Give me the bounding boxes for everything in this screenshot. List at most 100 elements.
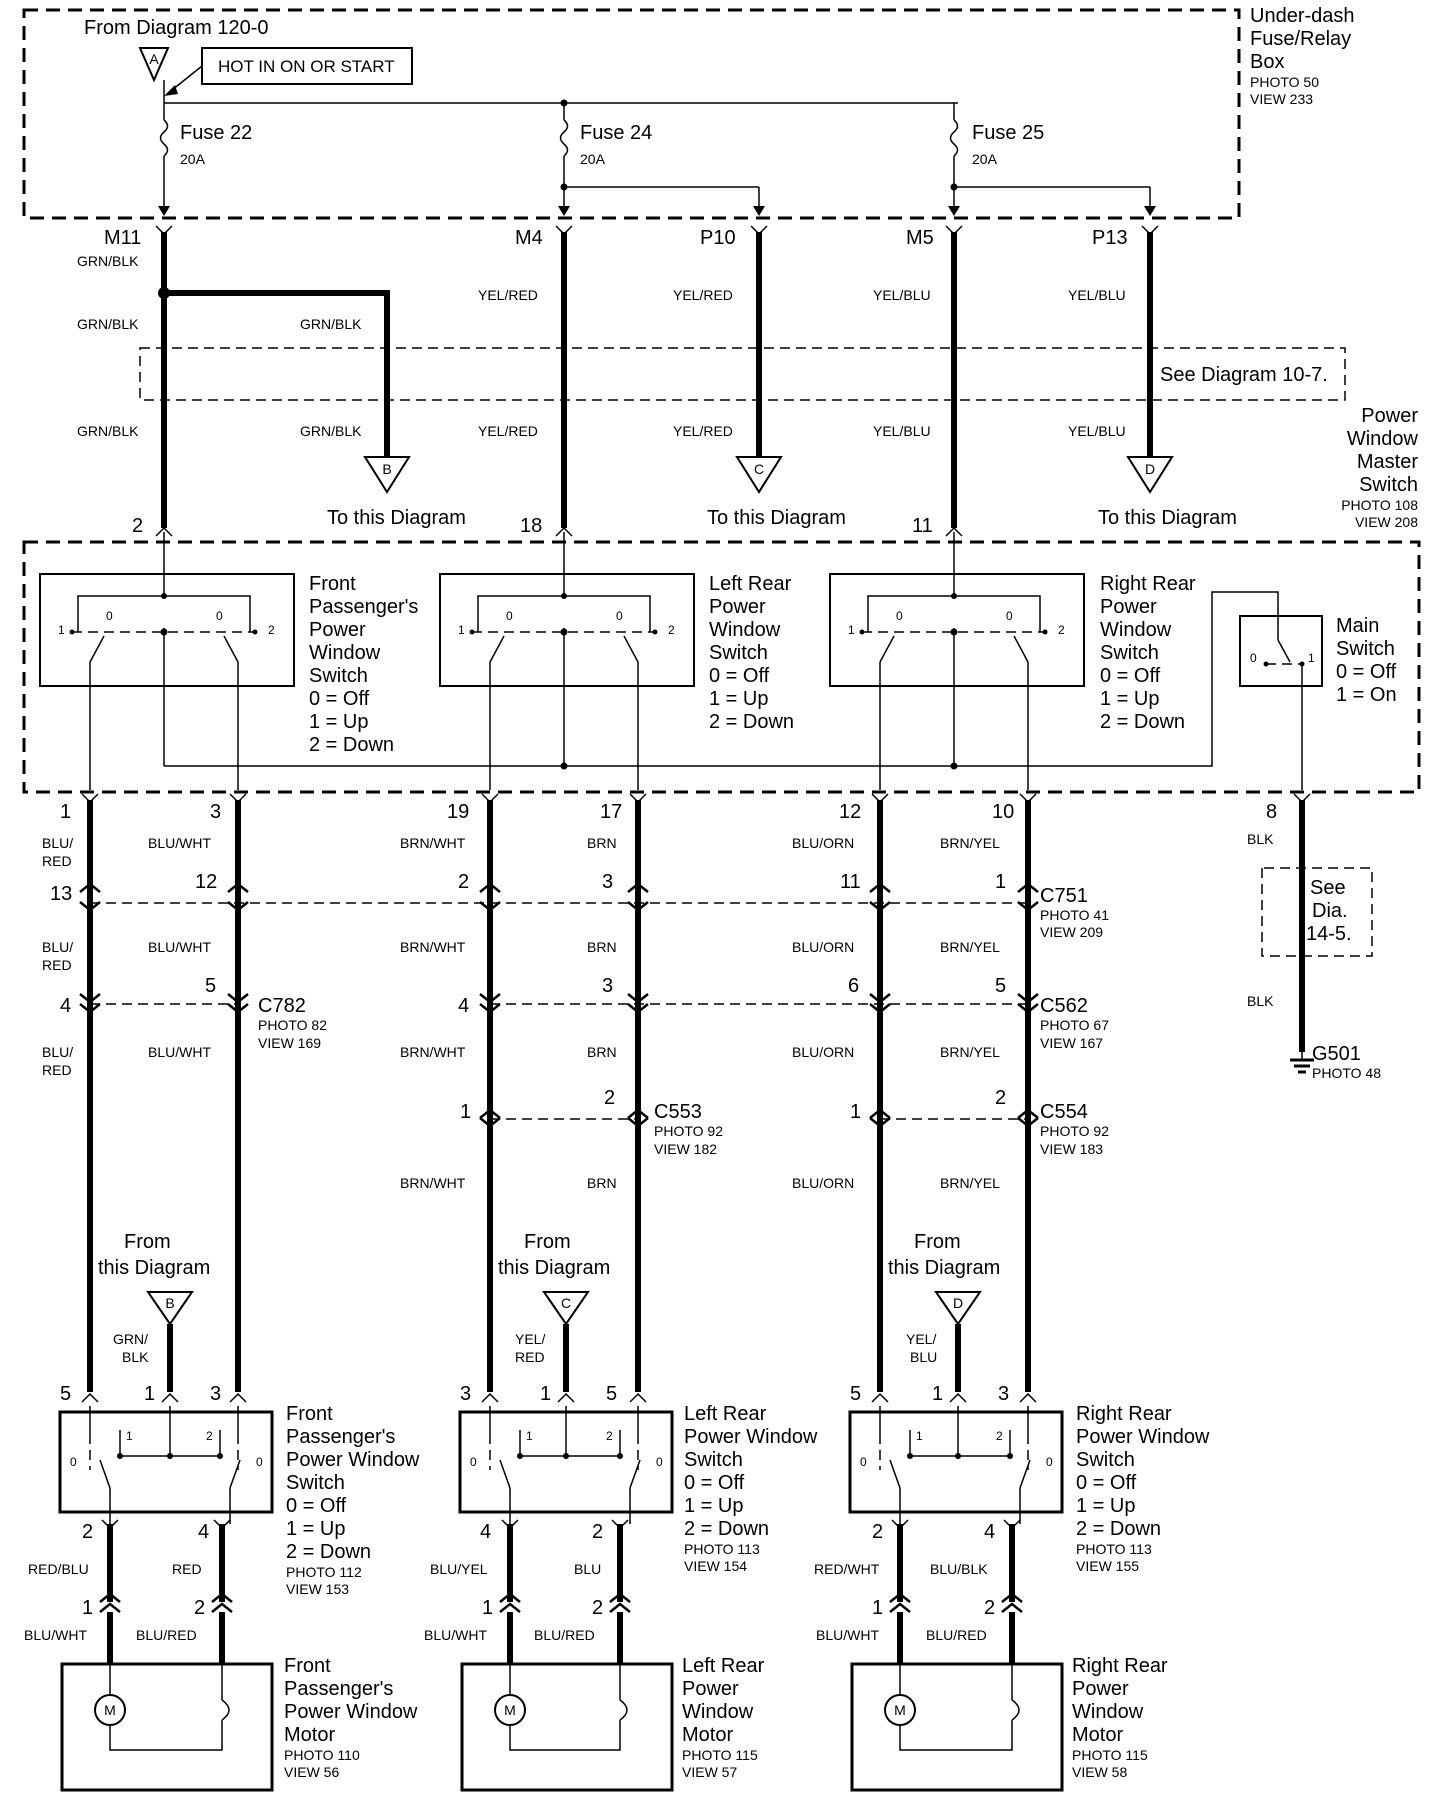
label-photo: PHOTO 110 bbox=[284, 1747, 360, 1763]
wire-label: YEL/RED bbox=[673, 423, 733, 439]
c554-name: C554 bbox=[1040, 1101, 1088, 1123]
label-line: Switch bbox=[1336, 638, 1395, 660]
wire-label: BLK bbox=[1247, 831, 1274, 847]
wire-label: BLU/WHT bbox=[148, 1044, 211, 1060]
pin-label: 4 bbox=[198, 1521, 209, 1543]
connector-c-label: C bbox=[754, 461, 764, 477]
c782-name: C782 bbox=[258, 995, 306, 1017]
wire-label: YEL/BLU bbox=[1068, 423, 1126, 439]
pos-label: 0 bbox=[1006, 609, 1013, 623]
master-title-1: Power bbox=[1361, 405, 1418, 427]
wire-label: BLU/RED bbox=[534, 1627, 595, 1643]
wire-label: BLU/ bbox=[42, 835, 73, 851]
pin-label: 3 bbox=[210, 1383, 221, 1405]
label-line: 1 = Up bbox=[1100, 688, 1159, 710]
pos-label: 2 bbox=[668, 623, 675, 637]
c751-pin: 3 bbox=[602, 871, 613, 893]
wire-label: BLU/BLK bbox=[930, 1561, 988, 1577]
label-line: Switch bbox=[1100, 642, 1159, 664]
pos-label: 0 bbox=[1046, 1455, 1053, 1469]
pos-label: 1 bbox=[526, 1429, 533, 1443]
from-label: this Diagram bbox=[888, 1257, 1000, 1279]
pos-label: 2 bbox=[268, 623, 275, 637]
pos-label: 1 bbox=[1308, 651, 1315, 665]
c751-photo: PHOTO 41 bbox=[1040, 907, 1109, 923]
terminal-p10: P10 bbox=[700, 227, 736, 249]
master-pin-11: 11 bbox=[912, 515, 933, 537]
offpage-connector-c bbox=[735, 456, 783, 494]
label-line: 0 = Off bbox=[1076, 1472, 1137, 1494]
label-line: 2 = Down bbox=[1076, 1518, 1161, 1540]
terminal-m11: M11 bbox=[104, 227, 141, 249]
label-line: Motor bbox=[284, 1724, 335, 1746]
label-photo: PHOTO 113 bbox=[684, 1541, 760, 1557]
offpage-connector-d bbox=[1126, 456, 1174, 494]
pos-label: 0 bbox=[656, 1455, 663, 1469]
label-line: 1 = Up bbox=[286, 1518, 345, 1540]
c782-photo: PHOTO 82 bbox=[258, 1017, 327, 1033]
from-label: this Diagram bbox=[98, 1257, 210, 1279]
fuse-box-title-1: Under-dash bbox=[1250, 5, 1355, 27]
master-title-4: Switch bbox=[1359, 474, 1418, 496]
hot-label-box bbox=[201, 47, 413, 85]
lr-switch-label: Left Rear Power Window Switch 0 = Off 1 … bbox=[709, 573, 794, 733]
fuse-24-rating: 20A bbox=[580, 151, 606, 167]
label-line: 0 = Off bbox=[1336, 661, 1397, 683]
pin-label: 2 bbox=[592, 1521, 603, 1543]
to-diagram-c: To this Diagram bbox=[707, 507, 846, 529]
label-line: 1 = Up bbox=[709, 688, 768, 710]
fuse-box-photo: PHOTO 50 bbox=[1250, 74, 1319, 90]
label-view: VIEW 154 bbox=[684, 1558, 747, 1574]
label-photo: PHOTO 115 bbox=[1072, 1747, 1148, 1763]
connector-a-label: A bbox=[149, 51, 159, 67]
c562-name: C562 bbox=[1040, 995, 1088, 1017]
to-diagram-b: To this Diagram bbox=[327, 507, 466, 529]
wire-label: BRN bbox=[587, 939, 617, 955]
label-line: Front bbox=[309, 573, 356, 595]
master-view: VIEW 208 bbox=[1355, 514, 1418, 530]
wire-label: BLU/YEL bbox=[430, 1561, 488, 1577]
label-line: 0 = Off bbox=[1100, 665, 1161, 687]
pos-label: 0 bbox=[256, 1455, 263, 1469]
label-line: Right Rear bbox=[1100, 573, 1196, 595]
master-pin-18: 18 bbox=[520, 515, 542, 537]
wire-label: BRN/YEL bbox=[940, 1175, 1000, 1191]
label-line: 1 = Up bbox=[684, 1495, 743, 1517]
label-line: Left Rear bbox=[709, 573, 792, 595]
wire-label: YEL/BLU bbox=[873, 287, 931, 303]
pin-label: 2 bbox=[194, 1597, 205, 1619]
c554-view: VIEW 183 bbox=[1040, 1141, 1103, 1157]
wire-label: BLU/ORN bbox=[792, 1175, 854, 1191]
fuse-22-name: Fuse 22 bbox=[180, 122, 252, 144]
label-line: Window bbox=[1072, 1701, 1144, 1723]
wire-label: RED bbox=[515, 1349, 545, 1365]
pos-label: 1 bbox=[126, 1429, 133, 1443]
terminal-m5: M5 bbox=[906, 227, 934, 249]
pos-label: 0 bbox=[70, 1455, 77, 1469]
label-line: Passenger's bbox=[284, 1678, 393, 1700]
master-title-3: Master bbox=[1357, 451, 1418, 473]
c554-pin: 2 bbox=[995, 1087, 1006, 1109]
connector-b-label: B bbox=[382, 461, 391, 477]
label-photo: PHOTO 115 bbox=[682, 1747, 758, 1763]
wire-label: YEL/BLU bbox=[873, 423, 931, 439]
wire-label: BRN/YEL bbox=[940, 835, 1000, 851]
c553-pin: 1 bbox=[460, 1101, 471, 1123]
pin-label: 2 bbox=[984, 1597, 995, 1619]
master-pin-8: 8 bbox=[1266, 801, 1277, 823]
lr-window-motor: M Left Rear Power Window Motor PHOTO 115… bbox=[460, 1655, 765, 1792]
wire-label: GRN/BLK bbox=[77, 316, 139, 332]
c751-pin: 13 bbox=[50, 883, 72, 905]
wire-label: YEL/ bbox=[515, 1331, 545, 1347]
label-view: VIEW 155 bbox=[1076, 1558, 1139, 1574]
ground-symbol bbox=[1290, 1052, 1314, 1074]
c562-pin: 3 bbox=[602, 975, 613, 997]
upper-wires: B C D To this Diagram To this Diagram To… bbox=[77, 225, 1346, 529]
wire-label: BLU/ORN bbox=[792, 835, 854, 851]
wire-label: GRN/BLK bbox=[77, 423, 139, 439]
label-line: Power Window bbox=[684, 1426, 818, 1448]
label-line: Right Rear bbox=[1076, 1403, 1172, 1425]
wire-label: GRN/ bbox=[113, 1331, 148, 1347]
wire-label: BRN/WHT bbox=[400, 1175, 466, 1191]
